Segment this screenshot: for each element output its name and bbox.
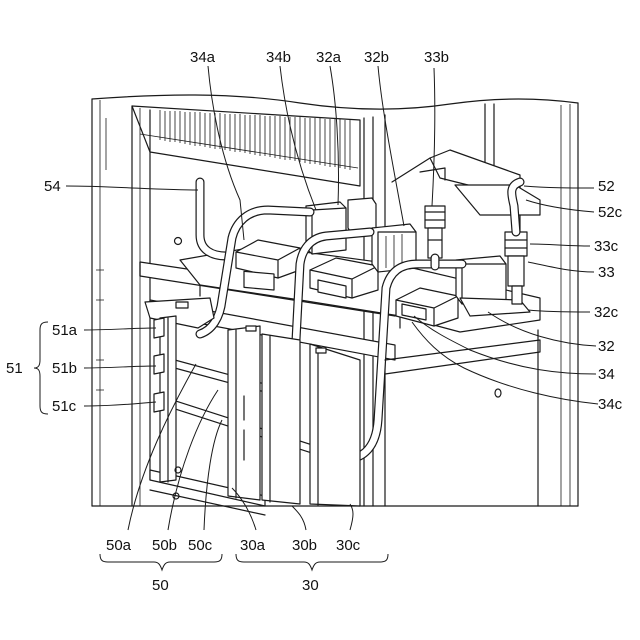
label-34a: 34a bbox=[190, 49, 216, 66]
label-32c: 32c bbox=[594, 304, 619, 321]
label-32b: 32b bbox=[364, 49, 389, 66]
label-30a: 30a bbox=[240, 537, 266, 554]
connector-33b bbox=[425, 206, 445, 258]
label-50: 50 bbox=[152, 577, 169, 594]
label-52: 52 bbox=[598, 178, 615, 195]
label-50c: 50c bbox=[188, 537, 213, 554]
label-33b: 33b bbox=[424, 49, 449, 66]
valve-body-32a bbox=[306, 198, 376, 254]
label-30: 30 bbox=[302, 577, 319, 594]
label-33: 33 bbox=[598, 264, 615, 281]
label-50b: 50b bbox=[152, 537, 177, 554]
label-52c: 52c bbox=[598, 204, 623, 221]
label-51b: 51b bbox=[52, 360, 77, 377]
label-51a: 51a bbox=[52, 322, 78, 339]
label-50a: 50a bbox=[106, 537, 132, 554]
label-33c: 33c bbox=[594, 238, 619, 255]
label-30c: 30c bbox=[336, 537, 361, 554]
label-34: 34 bbox=[598, 366, 615, 383]
label-30b: 30b bbox=[292, 537, 317, 554]
label-32a: 32a bbox=[316, 49, 342, 66]
label-54: 54 bbox=[44, 178, 61, 195]
label-51: 51 bbox=[6, 360, 23, 377]
louver-grille bbox=[132, 106, 360, 186]
label-51c: 51c bbox=[52, 398, 77, 415]
label-34c: 34c bbox=[598, 396, 623, 413]
label-34b: 34b bbox=[266, 49, 291, 66]
label-32: 32 bbox=[598, 338, 615, 355]
